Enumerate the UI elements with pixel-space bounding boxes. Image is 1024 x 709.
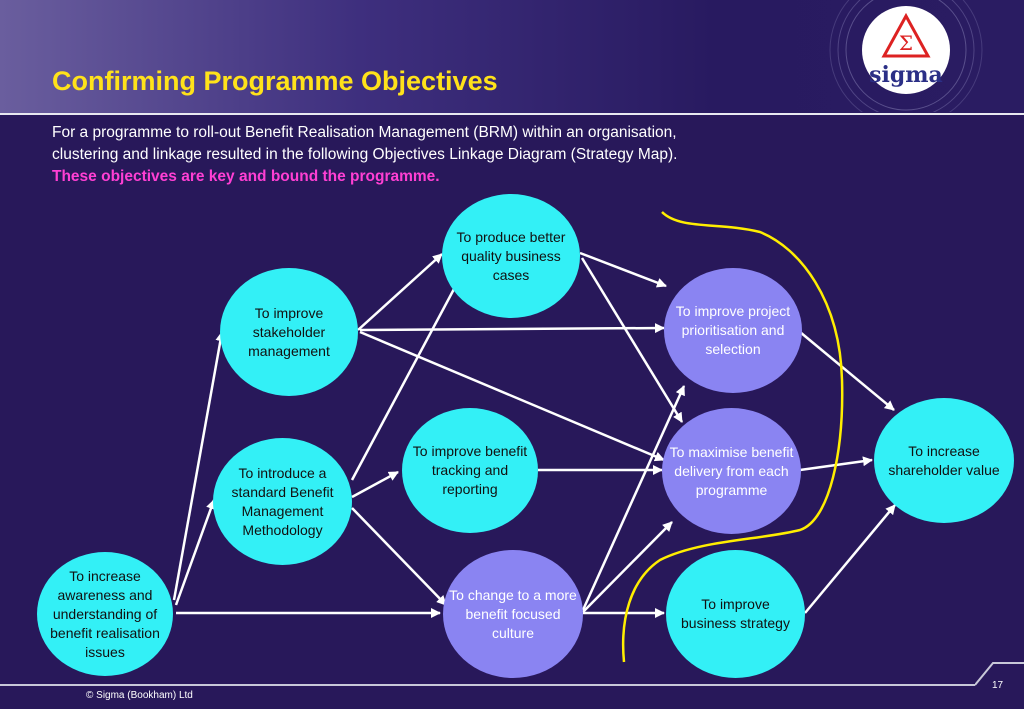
header-divider [0,113,1024,115]
sigma-symbol: Σ [899,31,913,55]
arrow-methodology-tracking [351,470,399,499]
intro-text: For a programme to roll-out Benefit Real… [52,122,812,188]
footer-divider [0,684,975,686]
arrow-stakeholder-businesscases [357,253,443,331]
node-methodology: To introduce a standard Benefit Manageme… [213,438,352,565]
sigma-logo: Σ [862,6,950,94]
copyright: © Sigma (Bookham) Ltd [86,690,193,701]
page-title: Confirming Programme Objectives [52,66,498,96]
arrow-methodology-businesscases [350,273,464,481]
intro-emphasis: These objectives are key and bound the p… [52,168,440,185]
arrow-businesscases-prioritisation [579,251,667,288]
arrow-culture-prioritisation [581,385,686,611]
intro-line-1: For a programme to roll-out Benefit Real… [52,124,677,141]
arrow-stakeholder-delivery [359,330,665,462]
arrow-businesscases-delivery [580,257,684,423]
arrow-methodology-culture [351,507,447,606]
logo-text: sigma [869,62,943,88]
footer-corner [975,662,1024,686]
logo-rings [829,0,983,112]
node-strategy: To improve business strategy [666,550,805,678]
sigma-triangle-icon: Σ [881,12,931,58]
intro-line-2: clustering and linkage resulted in the f… [52,146,678,163]
boundary-annotation [621,211,844,663]
arrow-awareness-stakeholder [172,331,226,601]
node-culture: To change to a more benefit focused cult… [443,550,583,678]
arrow-awareness-methodology [174,499,216,606]
arrow-culture-delivery [582,521,673,613]
arrow-stakeholder-prioritisation [359,323,665,334]
node-stakeholder: To improve stakeholder management [220,268,358,396]
node-prioritisation: To improve project prioritisation and se… [664,268,802,393]
node-awareness: To increase awareness and understanding … [37,552,173,676]
node-shareholder: To increase shareholder value [874,398,1014,523]
node-tracking: To improve benefit tracking and reportin… [402,408,538,533]
arrow-strategy-shareholder [804,504,896,614]
node-delivery: To maximise benefit delivery from each p… [662,408,801,534]
arrow-prioritisation-shareholder [799,331,895,411]
node-business-cases: To produce better quality business cases [442,194,580,318]
page-number: 17 [992,680,1004,691]
header-banner [0,0,1024,114]
